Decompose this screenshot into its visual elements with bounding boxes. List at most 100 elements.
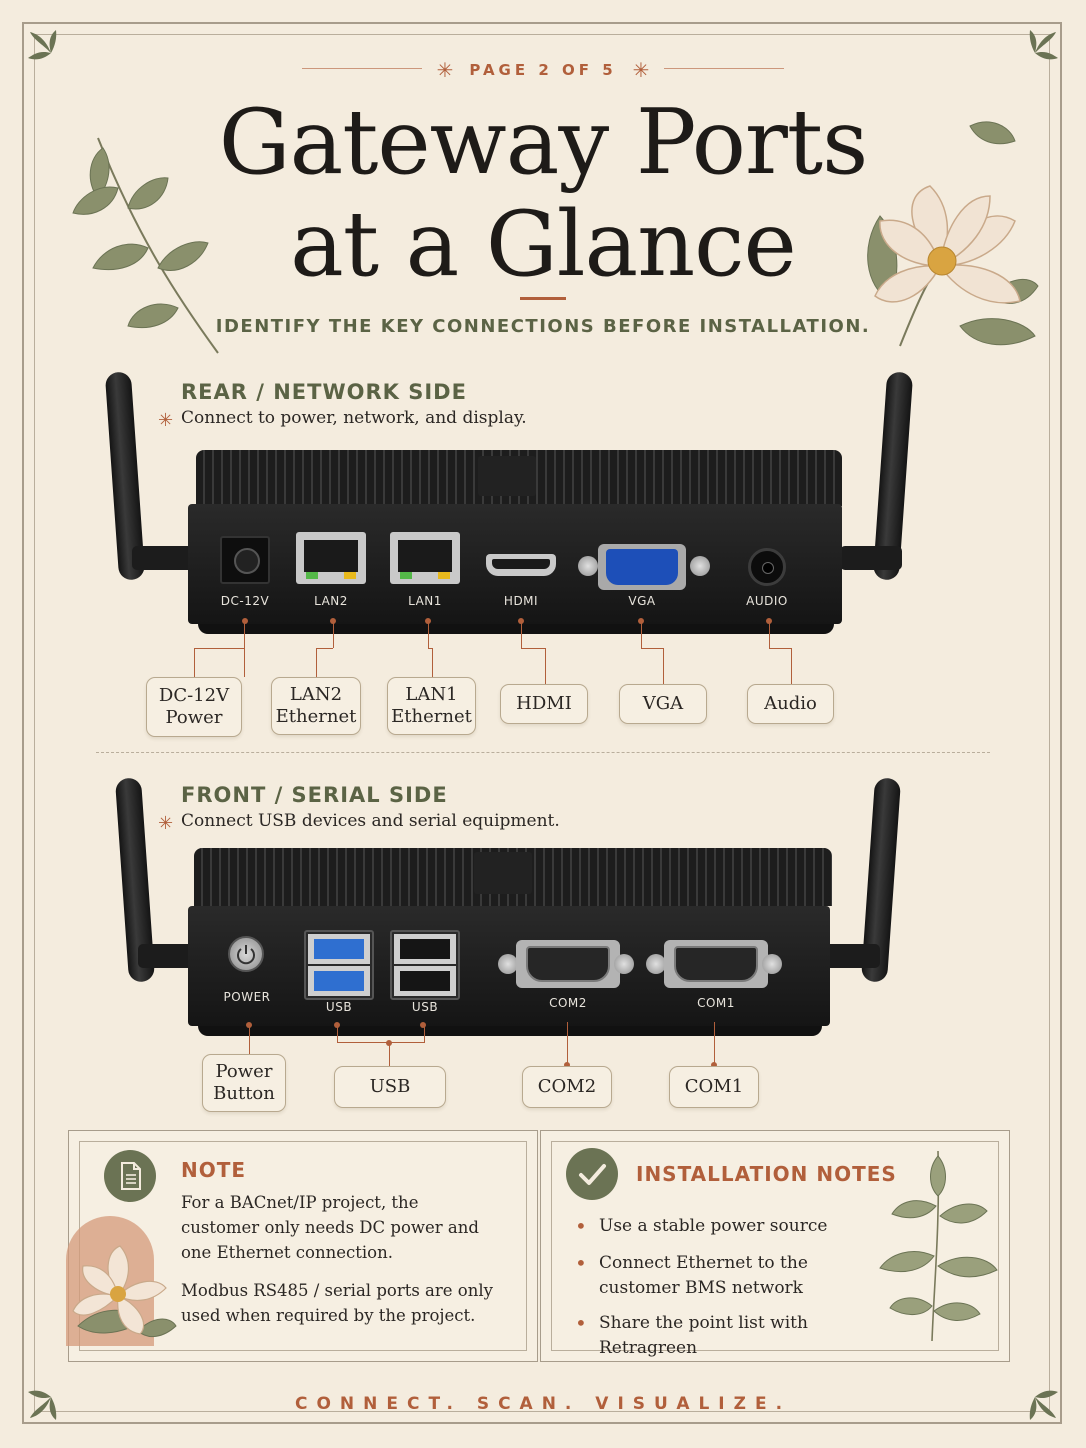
- sparkle-icon: ✳: [158, 813, 174, 834]
- leader-dot: [386, 1040, 392, 1046]
- note-heading: NOTE: [181, 1158, 247, 1182]
- port-label-audio: AUDIO: [746, 594, 788, 608]
- callout-line1: LAN2: [289, 684, 343, 705]
- audio-jack: [748, 548, 786, 586]
- bullet-dot-icon: •: [575, 1311, 587, 1335]
- document-icon: [121, 1162, 141, 1190]
- callout-line2: Button: [213, 1083, 275, 1104]
- leader-lan1: [428, 621, 429, 648]
- callout-line1: Power: [215, 1061, 273, 1082]
- heatsink-cap: [478, 456, 536, 496]
- outer-frame: [22, 22, 1062, 1424]
- power-button[interactable]: [228, 936, 264, 972]
- installation-item: •Connect Ethernet to the customer BMS ne…: [575, 1251, 849, 1301]
- antenna-right-base: [824, 944, 880, 968]
- antenna-right-base: [840, 546, 902, 570]
- leader-hdmi-v: [545, 648, 546, 684]
- leader-power: [249, 1025, 250, 1055]
- port-label-power: POWER: [223, 990, 271, 1004]
- section-divider: [96, 752, 990, 753]
- hdmi-port: [486, 554, 556, 576]
- callout-vga: VGA: [619, 684, 707, 724]
- page-indicator-text: PAGE 2 OF 5: [469, 61, 617, 79]
- leader-hdmi: [521, 621, 522, 648]
- callout-line2: Power: [165, 707, 223, 728]
- chassis-base: [198, 624, 834, 634]
- callout-lan1-ethernet: LAN1 Ethernet: [387, 677, 476, 735]
- footer-tagline: CONNECT. SCAN. VISUALIZE.: [294, 1394, 792, 1414]
- callout-usb: USB: [334, 1066, 446, 1108]
- leader-audio: [769, 621, 770, 648]
- port-label-com2: COM2: [549, 996, 587, 1010]
- leader-dc12v-v: [194, 648, 195, 678]
- leader-vga-v: [663, 648, 664, 684]
- usb-stack-blue: [304, 930, 374, 1000]
- corner-leaf-icon: [28, 1390, 57, 1420]
- leader-lan2-h: [316, 648, 333, 649]
- dc-jack: [220, 536, 270, 584]
- leader-dot: [420, 1022, 426, 1028]
- callout-line2: Ethernet: [275, 706, 357, 727]
- gateway-rear-device: DC-12V LAN2 LAN1 HDMI VGA AUDIO: [104, 370, 928, 650]
- port-label-usb: USB: [325, 1000, 353, 1014]
- flower-decoration-icon: [72, 1245, 177, 1338]
- vga-screw-left: [578, 556, 598, 576]
- port-label-lan2: LAN2: [314, 594, 348, 608]
- antenna-left-base: [138, 944, 194, 968]
- usb2-port: [394, 966, 456, 996]
- leader-usb: [389, 1042, 390, 1066]
- leader-dc12v: [194, 621, 245, 677]
- page-title-line1: Gateway Ports: [218, 90, 869, 195]
- callout-line1: LAN1: [405, 684, 458, 705]
- com1-screw-right: [762, 954, 782, 974]
- port-label-usb: USB: [411, 1000, 439, 1014]
- leader-lan1-h: [428, 648, 432, 649]
- botanical-leaves-left-icon: [72, 137, 219, 354]
- port-label-lan1: LAN1: [408, 594, 442, 608]
- page-indicator: ✳PAGE 2 OF 5✳: [0, 58, 1086, 82]
- leader-lan2-v: [316, 648, 317, 678]
- com1-screw-left: [646, 954, 666, 974]
- heatsink-cap: [474, 852, 532, 894]
- installation-heading: INSTALLATION NOTES: [636, 1162, 897, 1186]
- front-section-title: FRONT / SERIAL SIDE: [181, 783, 448, 807]
- leader-vga-h: [641, 648, 663, 649]
- leader-dot: [242, 618, 248, 624]
- installation-badge: [566, 1148, 618, 1200]
- leader-vga: [641, 621, 642, 648]
- leader-lan1-v: [432, 648, 433, 678]
- note-paragraph-1: For a BACnet/IP project, the customer on…: [181, 1193, 479, 1262]
- callout-line1: VGA: [642, 693, 684, 714]
- callout-line1: DC-12V: [158, 685, 230, 706]
- bullet-dot-icon: •: [575, 1251, 587, 1275]
- usb2-port: [394, 934, 456, 964]
- leader-dc12v-h: [194, 648, 244, 649]
- rear-section-subtitle: Connect to power, network, and display.: [181, 408, 527, 428]
- com1-port: [664, 940, 768, 988]
- note-badge: [104, 1150, 156, 1202]
- inner-frame: [34, 34, 1050, 1412]
- callout-com1: COM1: [669, 1066, 759, 1108]
- power-icon: [237, 945, 255, 965]
- installation-item-text: Use a stable power source: [599, 1216, 828, 1236]
- kicker-rule-right: [664, 68, 784, 69]
- callout-lan2-ethernet: LAN2 Ethernet: [271, 677, 361, 735]
- com2-port: [516, 940, 620, 988]
- callout-line1: COM1: [684, 1076, 744, 1097]
- com2-screw-right: [614, 954, 634, 974]
- antenna-left-base: [132, 546, 194, 570]
- leader-audio-h: [769, 648, 791, 649]
- installation-item-text: Share the point list with Retragreen: [599, 1313, 808, 1358]
- lan1-port: [390, 532, 460, 584]
- vga-port: [598, 544, 686, 590]
- corner-leaf-icon: [1029, 30, 1058, 60]
- port-label-com1: COM1: [697, 996, 735, 1010]
- kicker-rule-left: [302, 68, 422, 69]
- callout-line1: HDMI: [516, 693, 572, 714]
- port-label-vga: VGA: [628, 594, 656, 608]
- sparkle-icon: ✳: [632, 58, 650, 82]
- installation-card-inner-border: [551, 1141, 999, 1351]
- note-paragraph-2: Modbus RS485 / serial ports are only use…: [181, 1281, 493, 1325]
- leader-audio-v: [791, 648, 792, 684]
